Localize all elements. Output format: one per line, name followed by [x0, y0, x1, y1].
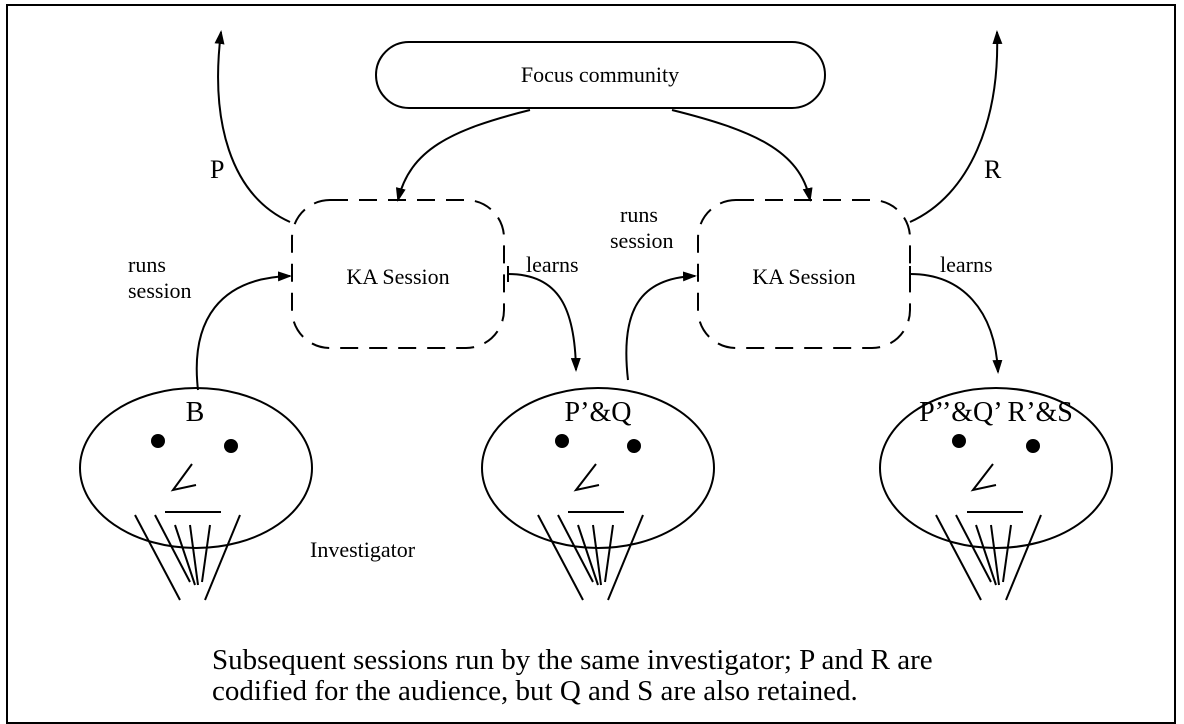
arrow-session-2-to-r [909, 30, 1003, 223]
eye-left [555, 434, 569, 448]
arrow-runs-session-2 [625, 271, 697, 381]
nose [170, 463, 197, 492]
ka-session-label-1: KA Session [346, 264, 449, 289]
beard [935, 514, 1042, 601]
eye-right [1026, 439, 1040, 453]
caption-line-2: codified for the audience, but Q and S a… [212, 675, 858, 707]
runs-session-label-1-line1: runs [128, 252, 166, 277]
output-label-r: R [984, 155, 1002, 184]
runs-session-label-2-line2: session [610, 228, 674, 253]
beard [134, 514, 241, 601]
knowledge-label-pq: P’&Q [565, 397, 632, 428]
arrow-learns-2 [909, 273, 1003, 374]
investigator-label: Investigator [310, 537, 416, 562]
runs-session-label-2-line1: runs [620, 202, 658, 227]
eye-right [627, 439, 641, 453]
person-1: B Investigator [79, 387, 416, 601]
arrow-community-to-session-1 [395, 109, 531, 202]
beard [537, 514, 644, 601]
learns-label-2: learns [940, 252, 993, 277]
knowledge-label-pqrs: P’’&Q’ R’&S [919, 397, 1073, 428]
knowledge-label-b: B [186, 397, 205, 428]
output-label-p: P [210, 155, 224, 184]
eye-left [151, 434, 165, 448]
arrow-runs-session-1 [195, 271, 292, 391]
arrow-learns-1 [507, 273, 581, 372]
caption-line-1: Subsequent sessions run by the same inve… [212, 644, 933, 676]
learns-label-1: learns [526, 252, 579, 277]
head-outline [879, 387, 1113, 549]
ka-session-node-1: KA Session [291, 199, 505, 349]
arrow-session-1-to-p [214, 30, 291, 223]
nose [573, 463, 600, 492]
runs-session-label-1-line2: session [128, 278, 192, 303]
nose [970, 463, 997, 492]
focus-community-node: Focus community [375, 41, 826, 109]
eye-right [224, 439, 238, 453]
person-3: P’’&Q’ R’&S [879, 387, 1113, 601]
head-outline [481, 387, 715, 549]
ka-session-label-2: KA Session [752, 264, 855, 289]
ka-session-node-2: KA Session [697, 199, 911, 349]
head-outline [79, 387, 313, 549]
eye-left [952, 434, 966, 448]
person-2: P’&Q [481, 387, 715, 601]
arrow-community-to-session-2 [671, 109, 813, 202]
focus-community-label: Focus community [521, 62, 679, 87]
